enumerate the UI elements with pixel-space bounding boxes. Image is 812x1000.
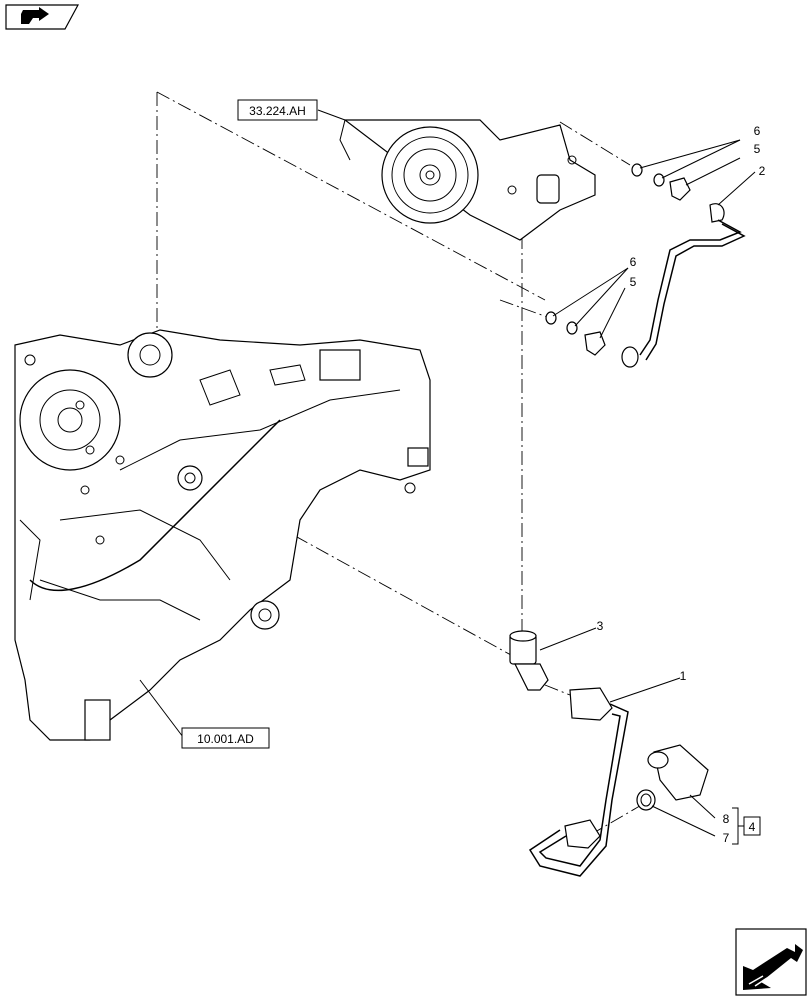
callout-7: 7 xyxy=(723,831,730,845)
engine-ref-box[interactable]: 10.001.AD xyxy=(181,727,270,749)
elbow-fitting xyxy=(509,630,549,691)
engine-block xyxy=(14,329,431,741)
pump-ref-label: 33.224.AH xyxy=(249,104,306,118)
callout-6-lower: 6 xyxy=(630,255,637,269)
book-arrow-icon[interactable] xyxy=(5,4,79,30)
callout-4-box[interactable]: 4 xyxy=(743,816,761,836)
right-fittings xyxy=(636,744,709,811)
upper-fittings xyxy=(621,163,746,368)
callout-4: 4 xyxy=(749,820,756,834)
pipe xyxy=(528,687,629,877)
next-page-arrow-icon[interactable] xyxy=(735,928,807,996)
callout-5-lower: 5 xyxy=(630,275,637,289)
callout-3: 3 xyxy=(597,619,604,633)
callout-5-upper: 5 xyxy=(754,142,761,156)
callout-6-upper: 6 xyxy=(754,124,761,138)
pump-assembly xyxy=(339,119,596,241)
callout-1: 1 xyxy=(680,669,687,683)
leader-lines xyxy=(139,109,756,845)
callout-8: 8 xyxy=(723,812,730,826)
engine-ref-label: 10.001.AD xyxy=(197,732,254,746)
callout-2: 2 xyxy=(759,164,766,178)
mid-fittings xyxy=(545,311,606,356)
pump-ref-box[interactable]: 33.224.AH xyxy=(237,99,318,121)
